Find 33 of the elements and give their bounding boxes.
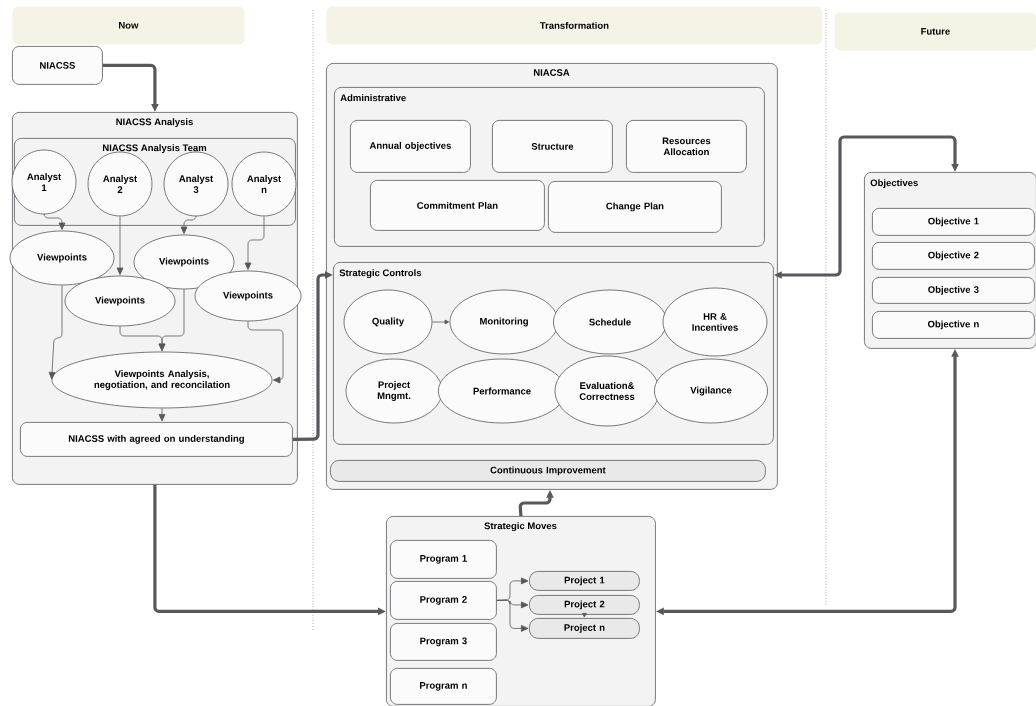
process-box: Commitment Plan — [370, 180, 545, 231]
arrow — [180, 215, 197, 234]
process-box: Program 3 — [390, 623, 497, 661]
process-box: Program 1 — [390, 540, 497, 579]
column-header: Transformation — [326, 6, 823, 45]
arrow — [496, 599, 529, 632]
column-header: Future — [834, 12, 1036, 51]
arrow — [48, 285, 63, 380]
rounded-bar: Project n — [529, 618, 640, 639]
process-box: Resources Allocation — [626, 120, 747, 173]
rounded-bar: Continuous Improvement — [330, 460, 766, 482]
column-header: Now — [12, 6, 245, 45]
rounded-bar: Project 1 — [529, 571, 640, 591]
process-box: Structure — [492, 120, 613, 173]
process-box: NIACSS — [12, 46, 103, 85]
rounded-bar: Project 2 — [529, 595, 640, 615]
arrow — [432, 319, 450, 325]
arrow — [158, 289, 185, 351]
arrow — [247, 321, 284, 384]
arrow — [158, 408, 166, 422]
process-box: Annual objectives — [350, 120, 471, 173]
process-box: Program n — [390, 668, 497, 705]
arrow — [244, 216, 265, 270]
process-box: Objective 1 — [872, 208, 1035, 236]
process-box: NIACSS with agreed on understanding — [20, 422, 293, 457]
arrow — [43, 213, 66, 230]
process-box: Objective n — [872, 311, 1035, 339]
arrow — [116, 216, 124, 275]
process-box: Objective 2 — [872, 242, 1035, 270]
process-box: Program 2 — [390, 581, 497, 620]
process-box: Change Plan — [548, 181, 722, 233]
process-box: Objective 3 — [872, 277, 1035, 304]
arrow — [582, 612, 587, 618]
